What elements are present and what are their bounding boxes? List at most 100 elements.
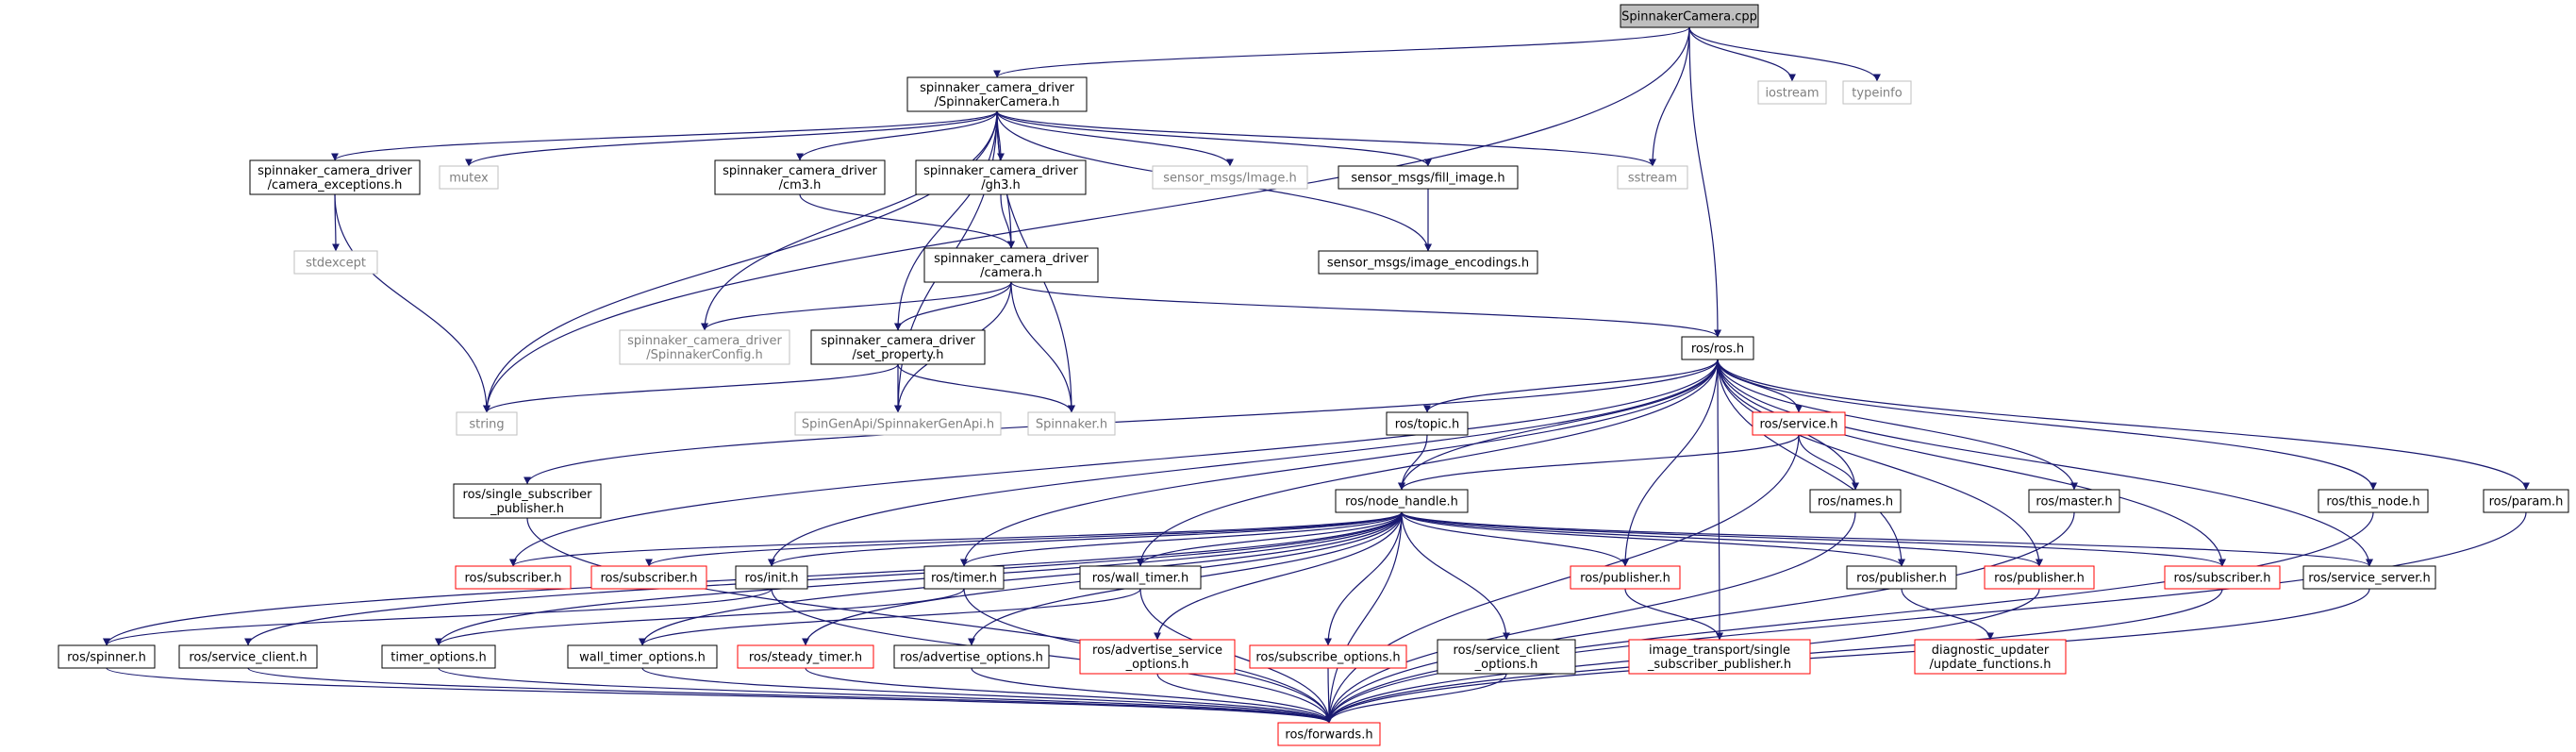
node-forwards[interactable]: ros/forwards.h bbox=[1277, 722, 1381, 746]
node-box bbox=[619, 329, 790, 365]
edge-steady_timer-to-forwards bbox=[805, 667, 1333, 724]
node-label: ros/service_client.h bbox=[189, 651, 307, 665]
node-service[interactable]: ros/service.h bbox=[1752, 411, 1846, 436]
node-box bbox=[58, 644, 156, 669]
node-srv-client-opts[interactable]: ros/service_client_options.h bbox=[1437, 639, 1576, 675]
edge-sc_h-to-sstream bbox=[996, 110, 1656, 167]
node-master[interactable]: ros/master.h bbox=[2028, 489, 2120, 513]
node-label: ros/publisher.h bbox=[1856, 572, 1947, 586]
node-label: ros/this_node.h bbox=[2326, 495, 2419, 510]
node-sub-opts[interactable]: ros/subscribe_options.h bbox=[1249, 644, 1407, 669]
nodes-layer: SpinnakerCamera.cpp spinnaker_camera_driv… bbox=[58, 4, 2569, 746]
edge-camera_h-to-set_prop bbox=[894, 281, 1012, 331]
node-img-transport[interactable]: image_transport/single_subscriber_publis… bbox=[1628, 639, 1811, 675]
edge-ros_h-to-timer bbox=[960, 359, 1719, 567]
node-stdexcept: stdexcept bbox=[293, 250, 378, 275]
node-box bbox=[2302, 565, 2436, 590]
edge-gh3-to-camera_h bbox=[1000, 193, 1015, 249]
node-set-prop[interactable]: spinnaker_camera_driver/set_property.h bbox=[810, 329, 986, 365]
node-box bbox=[2164, 565, 2281, 590]
edge-node_handle-to-wall_timer_opts bbox=[639, 511, 1403, 646]
edge-ros_h-to-pub2 bbox=[1717, 359, 1905, 567]
edge-service-to-forwards bbox=[1325, 434, 1800, 724]
node-string: string bbox=[456, 411, 518, 436]
node-label: /camera.h bbox=[980, 266, 1042, 280]
edge-ros_h-to-param bbox=[1717, 359, 2530, 491]
node-timer-opts[interactable]: timer_options.h bbox=[381, 644, 496, 669]
node-label: ros/ros.h bbox=[1691, 343, 1744, 357]
edge-topic-to-node_handle bbox=[1398, 434, 1428, 491]
node-label: diagnostic_updater bbox=[1932, 643, 2050, 658]
edges-layer bbox=[103, 26, 2530, 724]
node-box bbox=[1846, 565, 1957, 590]
node-single-sub[interactable]: ros/single_subscriber_publisher.h bbox=[453, 483, 602, 519]
node-pub3[interactable]: ros/publisher.h bbox=[1984, 565, 2095, 590]
node-camera-h[interactable]: spinnaker_camera_driver/camera.h bbox=[923, 247, 1099, 283]
node-label: _options.h bbox=[1125, 658, 1189, 672]
node-spinner[interactable]: ros/spinner.h bbox=[58, 644, 156, 669]
edge-init-to-spinner bbox=[103, 588, 773, 646]
node-box bbox=[735, 565, 808, 590]
node-box bbox=[1914, 639, 2067, 675]
node-box bbox=[1338, 165, 1519, 190]
node-box bbox=[1079, 565, 1202, 590]
node-topic[interactable]: ros/topic.h bbox=[1386, 411, 1469, 436]
node-root[interactable]: SpinnakerCamera.cpp bbox=[1620, 4, 1759, 28]
node-label: ros/param.h bbox=[2489, 495, 2564, 510]
node-timer[interactable]: ros/timer.h bbox=[923, 565, 1005, 590]
node-diag[interactable]: diagnostic_updater/update_functions.h bbox=[1914, 639, 2067, 675]
node-label: sensor_msgs/fill_image.h bbox=[1351, 172, 1504, 186]
edge-sc_h-to-fill_image bbox=[996, 110, 1432, 167]
edge-sc_h-to-set_prop bbox=[894, 110, 998, 331]
edge-camera_h-to-ros_h bbox=[1010, 281, 1721, 338]
node-adv-opts[interactable]: ros/advertise_options.h bbox=[893, 644, 1050, 669]
edge-node_handle-to-pub3 bbox=[1401, 511, 2043, 567]
node-msg-image: sensor_msgs/Image.h bbox=[1152, 165, 1308, 190]
node-wall-timer[interactable]: ros/wall_timer.h bbox=[1079, 565, 1202, 590]
node-label: ros/node_handle.h bbox=[1345, 495, 1458, 510]
node-sp-config: spinnaker_camera_driver/SpinnakerConfig.… bbox=[619, 329, 790, 365]
edge-root-to-string bbox=[483, 26, 1690, 413]
node-label: string bbox=[469, 418, 504, 432]
node-names[interactable]: ros/names.h bbox=[1809, 489, 1902, 513]
node-srv-client[interactable]: ros/service_client.h bbox=[178, 644, 318, 669]
node-sub1[interactable]: ros/subscriber.h bbox=[455, 565, 572, 590]
node-pub2[interactable]: ros/publisher.h bbox=[1846, 565, 1957, 590]
node-fill-image[interactable]: sensor_msgs/fill_image.h bbox=[1338, 165, 1519, 190]
node-this-node[interactable]: ros/this_node.h bbox=[2318, 489, 2429, 513]
node-ros-h[interactable]: ros/ros.h bbox=[1681, 336, 1754, 360]
node-label: ros/steady_timer.h bbox=[749, 651, 862, 665]
node-sub3[interactable]: ros/subscriber.h bbox=[2164, 565, 2281, 590]
node-img-enc[interactable]: sensor_msgs/image_encodings.h bbox=[1318, 250, 1538, 275]
node-label: image_transport/single bbox=[1649, 643, 1790, 658]
node-wall-timer-opts[interactable]: wall_timer_options.h bbox=[567, 644, 718, 669]
node-label: /SpinnakerConfig.h bbox=[646, 348, 762, 362]
node-init[interactable]: ros/init.h bbox=[735, 565, 808, 590]
node-box bbox=[453, 483, 602, 519]
node-genapi: SpinGenApi/SpinnakerGenApi.h bbox=[794, 411, 1002, 436]
node-node-handle[interactable]: ros/node_handle.h bbox=[1335, 489, 1469, 513]
node-sub2[interactable]: ros/subscriber.h bbox=[590, 565, 707, 590]
node-label: /camera_exceptions.h bbox=[268, 178, 403, 192]
node-label: sensor_msgs/Image.h bbox=[1163, 172, 1297, 186]
node-steady-timer[interactable]: ros/steady_timer.h bbox=[737, 644, 874, 669]
node-box bbox=[1757, 80, 1827, 105]
edge-ros_h-to-pub3 bbox=[1717, 359, 2043, 567]
node-label: ros/timer.h bbox=[931, 572, 997, 586]
edge-node_handle-to-srv_client_opts bbox=[1401, 511, 1510, 641]
node-adv-srv-opts[interactable]: ros/advertise_service_options.h bbox=[1079, 639, 1236, 675]
node-label: ros/topic.h bbox=[1395, 418, 1460, 432]
node-gh3[interactable]: spinnaker_camera_driver/gh3.h bbox=[915, 159, 1087, 195]
node-pub1[interactable]: ros/publisher.h bbox=[1570, 565, 1681, 590]
node-cm3[interactable]: spinnaker_camera_driver/cm3.h bbox=[714, 159, 886, 195]
node-box bbox=[893, 644, 1050, 669]
node-iostream: iostream bbox=[1757, 80, 1827, 105]
node-cam-exc[interactable]: spinnaker_camera_driver/camera_exception… bbox=[249, 159, 421, 195]
node-sc-h[interactable]: spinnaker_camera_driver/SpinnakerCamera.… bbox=[906, 76, 1088, 112]
edge-ros_h-to-img_transport bbox=[1715, 359, 1723, 641]
edge-wall_timer-to-wall_timer_opts bbox=[639, 588, 1141, 646]
node-label: ros/advertise_options.h bbox=[900, 651, 1043, 665]
node-srv-server[interactable]: ros/service_server.h bbox=[2302, 565, 2436, 590]
edge-root-to-sc_h bbox=[993, 26, 1690, 78]
node-param[interactable]: ros/param.h bbox=[2483, 489, 2569, 513]
